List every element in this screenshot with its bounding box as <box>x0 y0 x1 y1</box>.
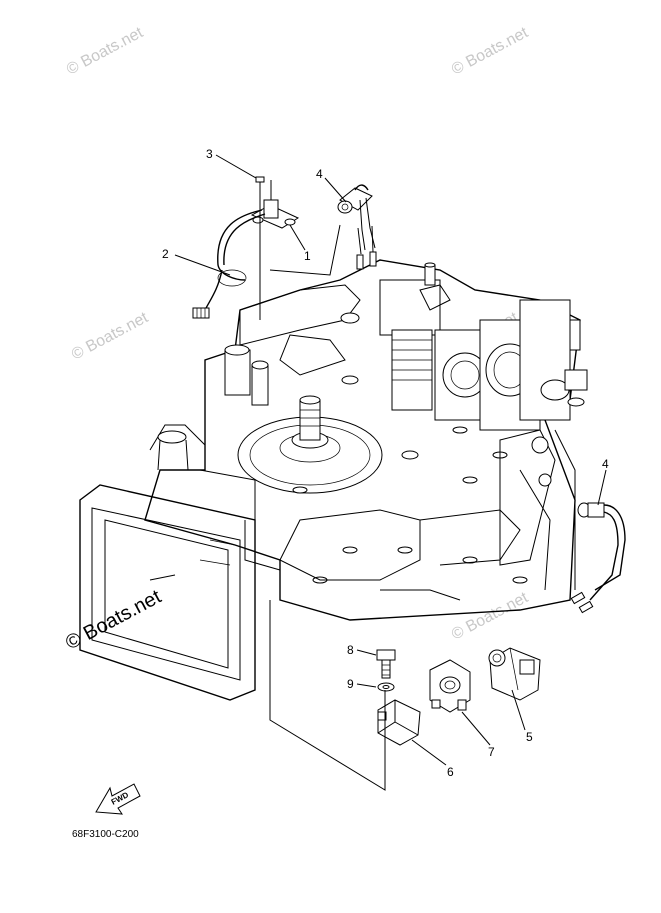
callout-6: 6 <box>447 765 454 779</box>
leader-lines <box>174 154 607 766</box>
watermark-low-right: © Boats.net <box>449 589 531 644</box>
part-8-bolt <box>376 649 396 679</box>
part-4-switch-right <box>570 502 626 614</box>
callout-7: 7 <box>488 745 495 759</box>
watermark-mid-left: © Boats.net <box>69 309 151 364</box>
watermark-big-left: © Boats.net <box>62 586 165 655</box>
part-1-bracket <box>250 180 300 229</box>
callout-5: 5 <box>526 730 533 744</box>
callout-1: 1 <box>304 249 311 263</box>
callout-8: 8 <box>347 643 354 657</box>
callout-2: 2 <box>162 247 169 261</box>
part-4-switch-top <box>337 184 377 270</box>
fwd-arrow-icon: FWD <box>95 783 141 815</box>
callout-4-top: 4 <box>316 167 323 181</box>
group-outline-lines <box>259 195 386 791</box>
part-5-sensor <box>488 647 541 701</box>
part-6-holder <box>377 699 421 746</box>
engine-assembly <box>79 259 588 701</box>
part-2-sensor-lead <box>192 209 266 319</box>
watermark-top-right: © Boats.net <box>449 24 531 79</box>
watermark-top-left: © Boats.net <box>64 24 146 79</box>
callout-4-right: 4 <box>602 457 609 471</box>
part-7-sensor <box>429 659 471 713</box>
part-9-washer <box>377 682 395 692</box>
callout-3: 3 <box>206 147 213 161</box>
callout-9: 9 <box>347 677 354 691</box>
diagram-code: 68F3100-C200 <box>72 829 139 840</box>
part-3-screw <box>255 176 265 195</box>
